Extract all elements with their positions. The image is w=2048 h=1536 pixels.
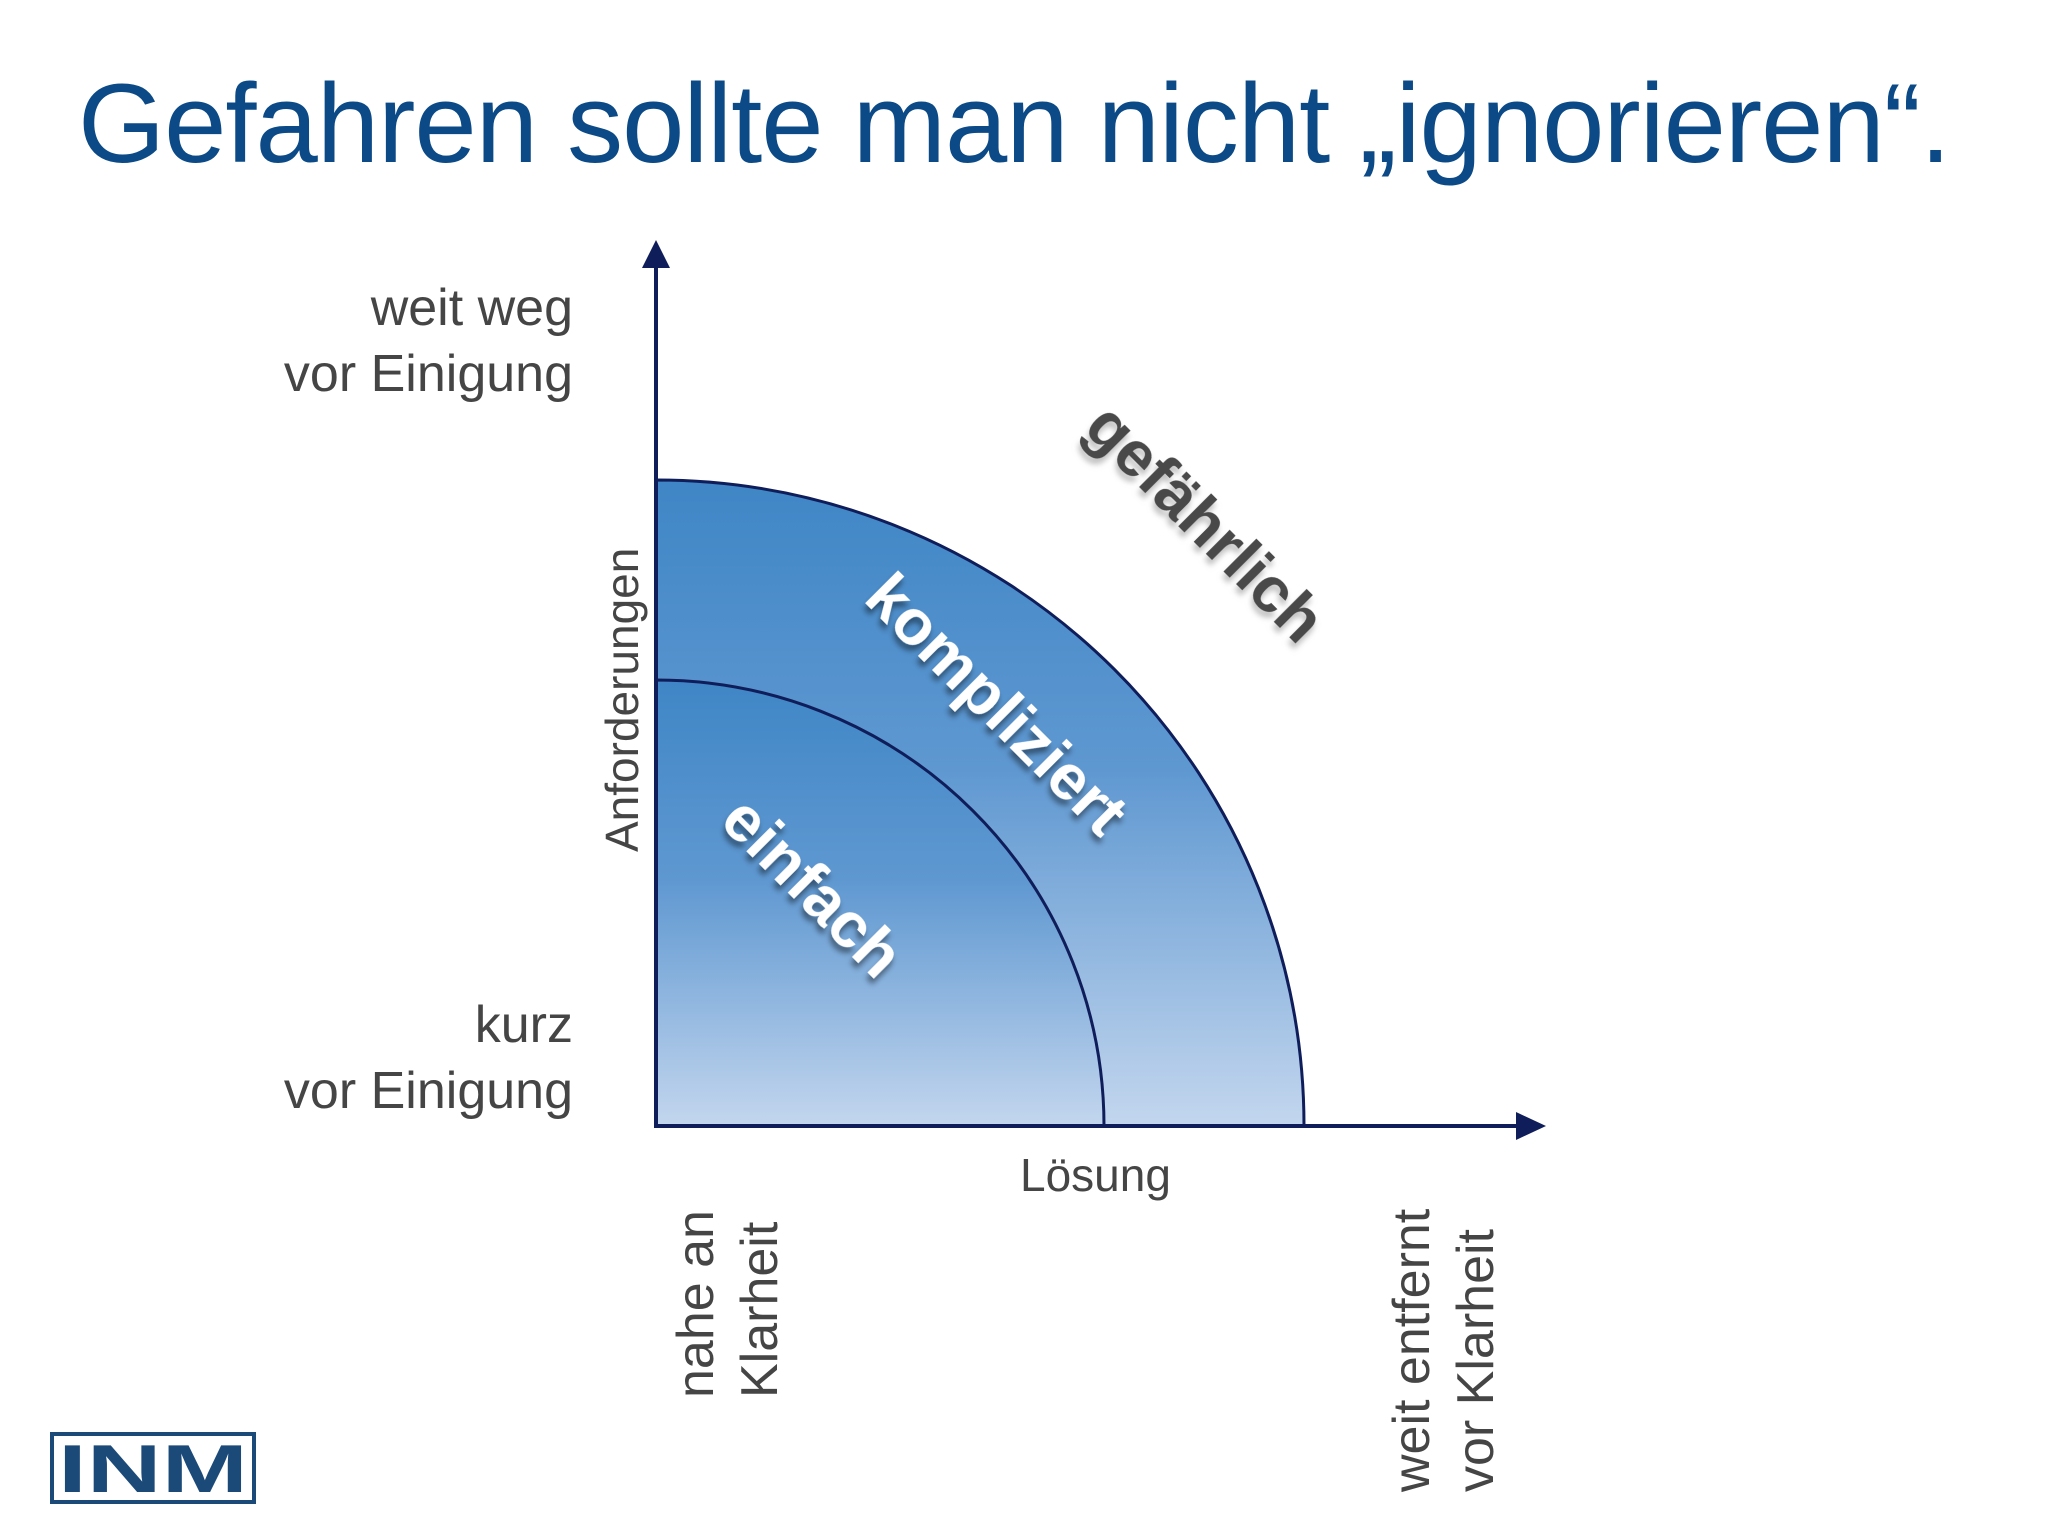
y-axis-top-label: weit weg vor Einigung [284,275,573,407]
x-axis-arrow-icon [1516,1112,1546,1140]
logo-text: INM [58,1432,248,1504]
page-title: Gefahren sollte man nicht „ignorieren“. [78,61,1951,186]
y-axis-top-label-line2: vor Einigung [283,345,573,403]
y-axis-top-label-line1: weit weg [370,279,573,337]
inm-logo: INM [50,1432,256,1504]
zone-label-gefaehrlich: gefährlich [1072,389,1339,656]
zone-inner-shape [654,678,1106,1128]
y-axis-bottom-label: kurz vor Einigung [284,992,573,1124]
y-axis-arrow-icon [642,240,670,268]
y-axis-bottom-label-line2: vor Einigung [283,1062,573,1120]
y-axis-bottom-label-line1: kurz [474,996,573,1054]
x-axis-name: Lösung [1020,1149,1171,1201]
